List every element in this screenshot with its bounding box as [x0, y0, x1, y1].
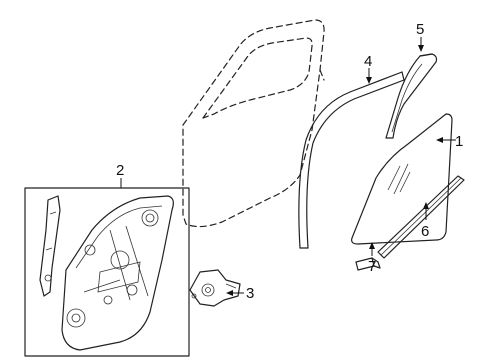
clip-part	[355, 257, 381, 271]
leader-7	[369, 242, 375, 256]
callout-5: 5	[416, 21, 424, 38]
leader-5	[418, 37, 424, 52]
leader-1	[436, 137, 456, 143]
callout-1: 1	[455, 133, 463, 150]
quarter-glass	[385, 53, 438, 139]
leader-4	[366, 68, 372, 84]
callout-3: 3	[246, 285, 254, 302]
glass-run-channel	[298, 71, 405, 249]
door-outline	[182, 19, 325, 228]
belt-weatherstrip	[377, 175, 465, 259]
callout-4: 4	[364, 53, 372, 70]
leader-6	[423, 202, 429, 220]
door-glass	[351, 113, 453, 245]
callout-6: 6	[421, 223, 429, 240]
callout-2: 2	[116, 162, 124, 179]
leader-3	[226, 290, 244, 296]
regulator-motor	[189, 269, 241, 307]
regulator-assembly-box	[24, 187, 190, 357]
callout-7: 7	[368, 258, 376, 275]
window-regulator	[39, 195, 174, 351]
